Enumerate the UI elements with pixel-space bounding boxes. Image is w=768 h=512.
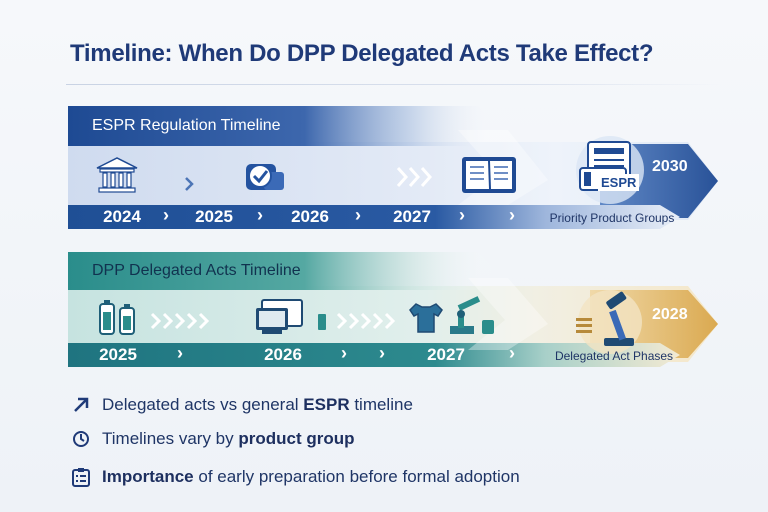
espr-strip-chevron-5: ›: [509, 205, 515, 225]
espr-year-2026: 2026: [291, 207, 329, 226]
tshirt-icon: [409, 303, 443, 333]
espr-band-header: [68, 106, 498, 146]
bank-building-icon: [96, 157, 138, 193]
dpp-band-header: [68, 252, 498, 290]
feature-item-2: Timelines vary by product group: [70, 428, 355, 450]
espr-year-2024: 2024: [103, 207, 141, 226]
espr-badge: ESPR: [598, 174, 640, 191]
dpp-chevrons-2-icon: [336, 312, 396, 330]
feature-2-text: Timelines vary by product group: [102, 429, 355, 448]
espr-end-label: Priority Product Groups: [549, 211, 675, 225]
espr-band-body: [68, 142, 718, 220]
dpp-year-2026: 2026: [264, 345, 302, 364]
dpp-strip-chevron-3: ›: [379, 343, 385, 363]
checklist-icon: [70, 466, 92, 488]
espr-strip-chevron-1: ›: [163, 205, 169, 225]
triple-chevron-icon: [396, 167, 433, 187]
open-book-icon: [462, 157, 516, 193]
espr-year-2027: 2027: [393, 207, 431, 226]
dpp-strip-chevron-2: ›: [341, 343, 347, 363]
dpp-strip-chevron-4: ›: [509, 343, 515, 363]
dpp-year-2027: 2027: [427, 345, 465, 364]
dpp-end-label: Delegated Act Phases: [554, 349, 674, 363]
dpp-chevrons-1-icon: [150, 312, 210, 330]
battery-icon: [99, 300, 135, 335]
espr-end-year: 2030: [652, 158, 688, 175]
feature-3-text: Importance of early preparation before f…: [102, 467, 520, 486]
espr-year-strip: [68, 205, 680, 229]
title-divider: [66, 84, 722, 85]
dpp-year-2025: 2025: [99, 345, 137, 364]
industrial-machine-icon: [576, 290, 642, 354]
dpp-end-year: 2028: [652, 306, 688, 323]
robot-arm-icon: [450, 296, 494, 334]
clock-icon: [70, 428, 92, 450]
espr-strip-chevron-4: ›: [459, 205, 465, 225]
computer-devices-icon: [256, 299, 326, 334]
dpp-strip-chevron-1: ›: [177, 343, 183, 363]
small-chevron-icon: [185, 177, 194, 191]
espr-year-2025: 2025: [195, 207, 233, 226]
checked-badge-icon: [246, 164, 284, 190]
page-title: Timeline: When Do DPP Delegated Acts Tak…: [70, 40, 654, 67]
feature-item-3: Importance of early preparation before f…: [70, 466, 520, 488]
trend-arrow-icon: [70, 394, 92, 416]
espr-band-label: ESPR Regulation Timeline: [92, 117, 281, 134]
document-stack-icon: [576, 136, 644, 204]
feature-item-1: Delegated acts vs general ESPR timeline: [70, 394, 413, 416]
dpp-band-label: DPP Delegated Acts Timeline: [92, 262, 301, 279]
espr-strip-chevron-3: ›: [355, 205, 361, 225]
feature-1-text: Delegated acts vs general ESPR timeline: [102, 395, 413, 414]
espr-strip-chevron-2: ›: [257, 205, 263, 225]
dpp-year-strip: [68, 343, 680, 367]
